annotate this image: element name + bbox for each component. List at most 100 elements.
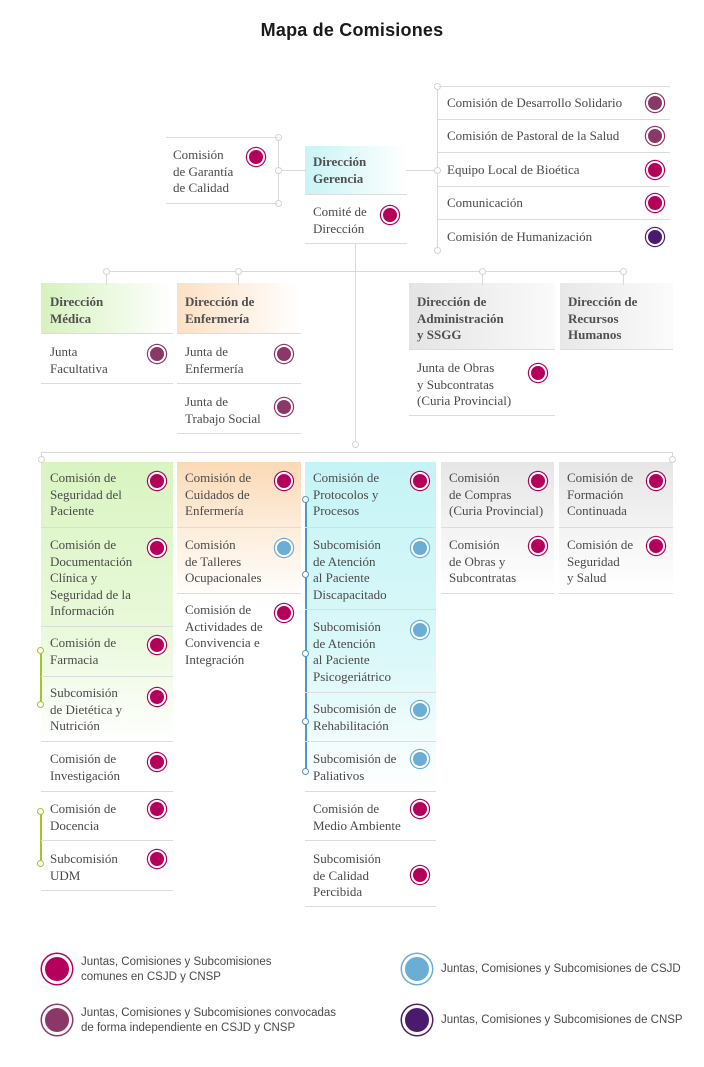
right-list-item: Comisión de Pastoral de la Salud [447,128,620,143]
node [235,268,242,275]
common-dot [148,753,166,771]
col1-item: Comisión de Documentación Clínica y Segu… [50,537,133,618]
medica-bg [41,283,173,333]
separator [305,527,436,528]
col1-item: Subcomisión UDM [50,851,118,883]
connector [482,271,483,285]
separator [305,791,436,792]
separator [177,593,301,594]
separator [559,593,673,594]
node [434,247,441,254]
separator [305,243,407,244]
connector [406,170,438,171]
common-dot [148,636,166,654]
junta-enfermeria: Junta de Enfermería [185,344,244,376]
common-dot [381,206,399,224]
col2-item: Comisión de Talleres Ocupacionales [185,537,262,585]
junta-facultativa: Junta Facultativa [50,344,108,376]
legend-independent-label: Juntas, Comisiones y Subcomisiones convo… [81,1007,337,1034]
separator [41,676,173,677]
col3-item: Comisión de Protocolos y Procesos [313,470,380,518]
connector [106,271,107,285]
common-dot [247,148,265,166]
col5-item: Comisión de Seguridad y Salud [567,537,634,585]
col3-item: Subcomisión de Rehabilitación [313,701,397,733]
common-dot [275,604,293,622]
separator [305,609,436,610]
node [37,701,44,708]
common-dot [529,537,547,555]
docencia-bracket [40,812,42,864]
col4-item: Comisión de Compras (Curia Provincial) [449,470,544,518]
col2-item: Comisión de Actividades de Convivencia e… [185,602,263,667]
direccion-gerencia: Dirección Gerencia [313,154,367,186]
direccion-administracion: Dirección de Administración y SSGG [417,294,504,342]
common-dot [148,850,166,868]
separator [441,593,554,594]
legend-common-icon [42,954,72,984]
separator [560,349,673,350]
legend-independent-icon [42,1005,72,1035]
garantia-calidad-label: Comisión de Garantía de Calidad [173,147,234,195]
rrhh-bg [560,283,673,349]
independent-dot [646,127,664,145]
right-list-item: Comisión de Humanización [447,229,593,244]
comite-direccion-label: Comité de Dirección [313,204,367,236]
separator [177,383,301,384]
connector [238,271,239,285]
col4-item: Comisión de Obras y Subcontratas [449,537,517,585]
protocolos-bracket [305,500,307,772]
direccion-rrhh: Dirección de Recursos Humanos [568,294,638,342]
col3-item: Subcomisión de Atención al Paciente Disc… [313,537,387,602]
node [302,718,309,725]
common-dot [411,800,429,818]
separator [438,152,670,153]
separator [177,527,301,528]
col3-item: Comisión de Medio Ambiente [313,801,401,833]
separator [559,527,673,528]
node [37,808,44,815]
direccion-medica: Dirección Médica [50,294,104,326]
cnsp-dot [646,228,664,246]
connector [278,170,306,171]
common-dot [647,472,665,490]
junta-obras: Junta de Obras y Subcontratas (Curia Pro… [417,360,512,408]
separator [305,906,436,907]
node [275,167,282,174]
right-list-item: Comisión de Desarrollo Solidario [447,95,623,110]
independent-dot [275,398,293,416]
separator [166,203,278,204]
common-dot [148,800,166,818]
separator [438,86,670,87]
csjd-dot [411,750,429,768]
common-dot [529,472,547,490]
csjd-dot [411,539,429,557]
col1-item: Comisión de Seguridad del Paciente [50,470,122,518]
separator [409,349,555,350]
separator [177,333,301,334]
col1-item: Comisión de Investigación [50,751,121,783]
node [302,650,309,657]
common-dot [646,161,664,179]
node [302,496,309,503]
separator [41,527,173,528]
separator [409,415,555,416]
csjd-dot [275,539,293,557]
separator [177,433,301,434]
col3-item: Subcomisión de Paliativos [313,751,397,783]
separator [305,741,436,742]
node [669,456,676,463]
csjd-dot [411,621,429,639]
common-dot [646,194,664,212]
csjd-dot [411,701,429,719]
separator [441,527,554,528]
node [479,268,486,275]
direccion-enfermeria: Dirección de Enfermería [185,294,255,326]
connector [623,271,624,285]
col1-item: Subcomisión de Dietética y Nutrición [50,685,123,733]
separator [305,840,436,841]
separator [41,840,173,841]
separator [41,741,173,742]
separator [41,626,173,627]
col1-item: Comisión de Docencia [50,801,117,833]
